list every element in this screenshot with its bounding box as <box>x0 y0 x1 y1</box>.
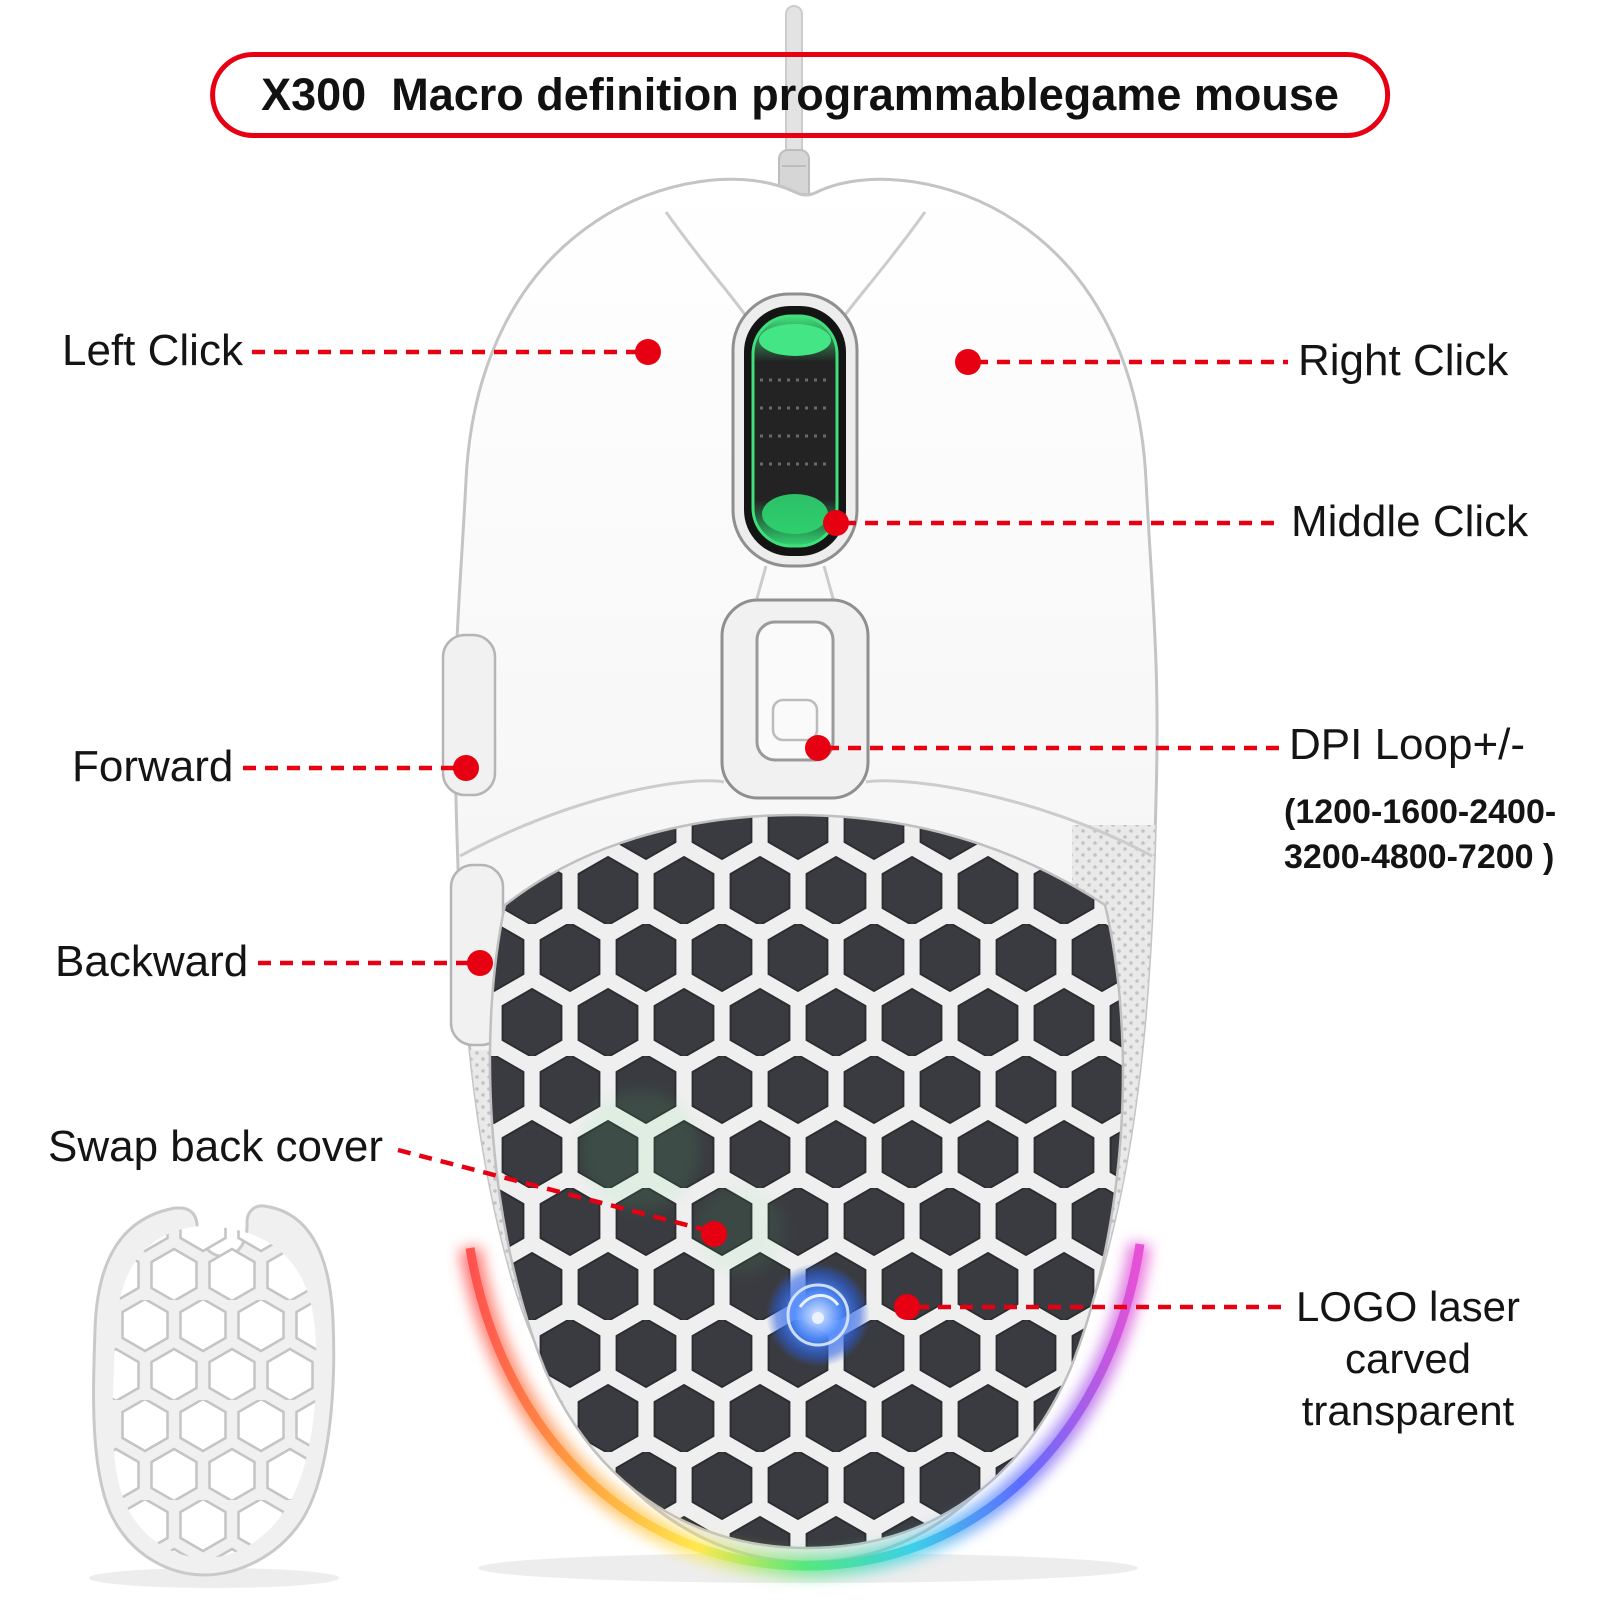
callout-lines <box>243 349 1288 1310</box>
label-left-click: Left Click <box>62 326 243 375</box>
label-middle-click: Middle Click <box>1291 497 1529 546</box>
swap-back-cover <box>92 1204 336 1577</box>
label-logo-line2: carved transparent <box>1301 1335 1515 1434</box>
cover-shadow <box>89 1568 339 1588</box>
callout-dot-right-click <box>955 349 981 375</box>
label-dpi-range-line1: (1200-1600-2400- <box>1284 793 1557 831</box>
label-forward: Forward <box>72 742 234 791</box>
callout-dot-swap-cover <box>701 1221 727 1247</box>
side-button-forward <box>441 633 497 797</box>
scroll-wheel <box>731 292 859 568</box>
label-dpi-range-line2: 3200-4800-7200 ) <box>1284 838 1555 876</box>
callout-dot-forward <box>453 755 479 781</box>
callout-line-swap-cover <box>397 1147 707 1233</box>
label-dpi-range: (1200-1600-2400- 3200-4800-7200 ) <box>1284 790 1556 880</box>
logo-glow <box>766 1263 870 1367</box>
dpi-button <box>720 598 870 800</box>
callout-dots <box>453 339 981 1320</box>
callout-dot-middle-click <box>823 510 849 536</box>
callout-dot-dpi <box>805 735 831 761</box>
callout-dot-backward <box>467 950 493 976</box>
label-right-click: Right Click <box>1298 336 1509 385</box>
callout-dot-left-click <box>635 339 661 365</box>
label-backward: Backward <box>55 937 249 986</box>
callout-dot-logo <box>894 1294 920 1320</box>
page-title: X300 Macro definition programmablegame m… <box>210 52 1390 138</box>
label-logo-line1: LOGO laser <box>1295 1283 1521 1330</box>
label-dpi: DPI Loop+/- <box>1289 720 1526 769</box>
honeycomb-shell <box>488 813 1125 1550</box>
label-logo: LOGO laser carved transparent <box>1238 1281 1578 1437</box>
rgb-glow <box>459 1242 1151 1578</box>
label-swap-cover: Swap back cover <box>48 1122 384 1171</box>
